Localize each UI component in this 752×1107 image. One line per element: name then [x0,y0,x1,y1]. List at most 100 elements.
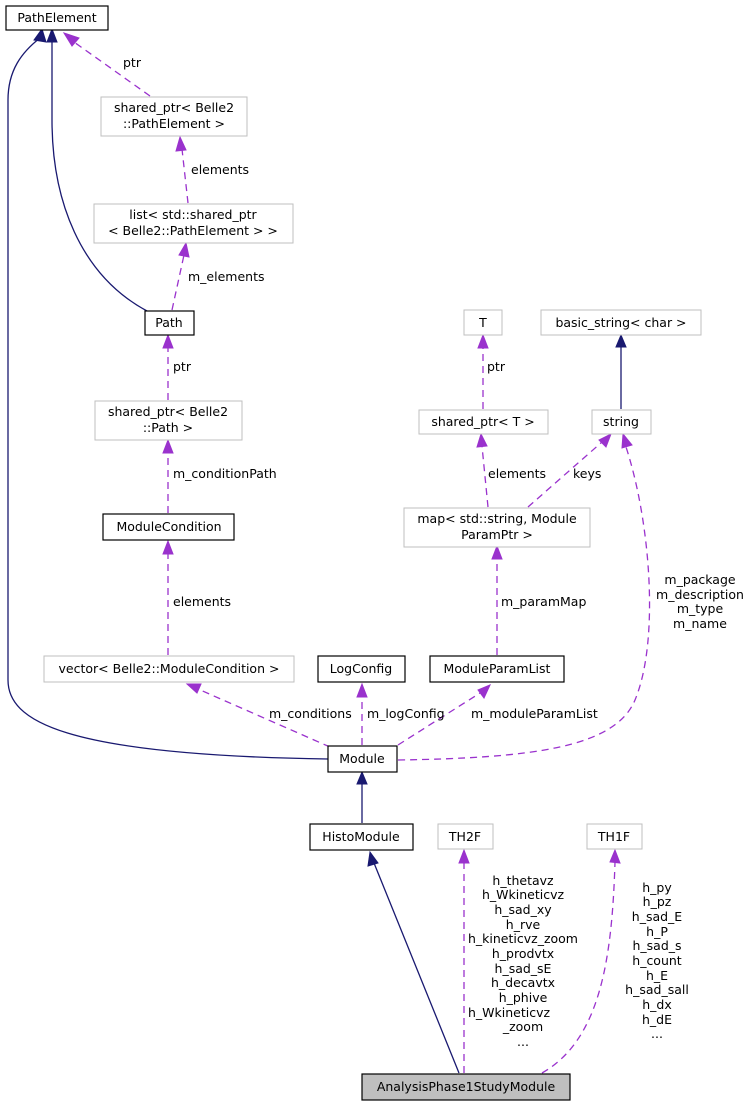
node-map-line2: ParamPtr > [461,527,533,542]
arrow-path-pathelement [46,27,58,43]
node-logconfig-label: LogConfig [330,661,392,676]
node-basic-string-label: basic_string< char > [555,315,686,330]
string-member: m_description [656,587,744,602]
node-th2f-label: TH2F [448,829,481,844]
node-list-shared-ptr[interactable]: list< std::shared_ptr < Belle2::PathElem… [93,203,294,244]
node-shared-ptr-path[interactable]: shared_ptr< Belle2 ::Path > [94,400,243,441]
th1f-member: h_sad_s [632,938,681,953]
th2f-member: h_sad_xy [494,902,552,917]
arrow-ptr-pathelement [62,32,80,47]
node-sp-pathelement-line2: ::PathElement > [123,116,225,131]
node-sp-t-label: shared_ptr< T > [431,414,534,429]
th2f-member: _zoom [502,1019,543,1034]
edge-path-to-list [171,254,185,311]
node-modulecondition[interactable]: ModuleCondition [102,513,235,541]
node-module-label: Module [339,751,385,766]
arrow-histo-module [356,770,368,785]
edge-label-elements-map: elements [488,466,546,481]
node-th1f[interactable]: TH1F [586,823,643,850]
node-logconfig[interactable]: LogConfig [317,655,406,683]
node-moduleparamlist[interactable]: ModuleParamList [429,655,565,683]
node-histomodule-label: HistoModule [322,829,400,844]
node-analysis-label: AnalysisPhase1StudyModule [377,1079,556,1094]
th2f-member: h_prodvtx [492,946,554,961]
node-vector-label: vector< Belle2::ModuleCondition > [59,661,280,676]
node-list-line1: list< std::shared_ptr [129,207,257,222]
node-module[interactable]: Module [327,745,398,773]
arrow-m-moduleparamlist [477,684,491,699]
th1f-member: h_pz [643,894,672,909]
edge-analysis-to-histo [373,862,460,1074]
edge-map-to-sp-t [481,445,489,508]
edge-map-to-string-keys [527,441,603,508]
arrow-analysis-histo [367,850,379,867]
node-string-label: string [603,414,639,429]
edge-label-m-moduleparamlist: m_moduleParamList [471,706,598,721]
edge-label-m-conditions: m_conditions [269,706,352,721]
edge-label-m-logconfig: m_logConfig [367,706,445,721]
arrow-string-members [621,432,633,449]
string-member: m_type [677,601,724,616]
edge-label-ptr: ptr [123,55,142,70]
edge-label-m-parammap: m_paramMap [501,594,586,609]
arrow-conditionpath [162,438,174,454]
arrow-m-conditions [185,683,202,694]
edge-list-to-sp-pathelement [181,148,189,204]
th2f-member: h_Wkineticvz [482,887,565,902]
th1f-member: h_sad_E [632,909,683,924]
node-pathelement[interactable]: PathElement [5,5,109,31]
edge-label-keys: keys [573,466,601,481]
arrow-ptr-t [477,333,489,349]
edge-analysis-to-th1f [541,861,616,1074]
arrow-elements-modcond [162,539,174,555]
node-shared-ptr-pathelement[interactable]: shared_ptr< Belle2 ::PathElement > [100,96,248,137]
edge-label-ptr-path: ptr [173,359,192,374]
edge-module-to-string [397,446,651,761]
th1f-member: h_E [646,968,668,983]
edge-label-elements-vector: elements [173,594,231,609]
th2f-member: h_thetavz [492,873,554,888]
node-th1f-label: TH1F [597,829,630,844]
th2f-member: h_decavtx [491,975,555,990]
th1f-member: h_sad_sall [625,982,689,997]
arrow-ptr-path [162,333,174,349]
node-pathelement-label: PathElement [17,10,96,25]
edge-path-to-pathelement [51,40,148,312]
th1f-member: h_dE [642,1012,672,1027]
node-sp-path-line1: shared_ptr< Belle2 [108,404,228,419]
arrow-elements-sp [175,135,187,152]
node-vector-modulecondition[interactable]: vector< Belle2::ModuleCondition > [43,655,295,683]
th2f-member: ... [517,1034,529,1049]
th2f-member: h_rve [506,917,541,932]
edge-label-elements: elements [191,162,249,177]
arrow-m-parammap [491,544,503,560]
edge-sp-pathelement-to-pathelement [73,41,151,97]
node-analysisphase1studymodule[interactable]: AnalysisPhase1StudyModule [361,1073,571,1101]
node-t[interactable]: T [463,309,503,336]
node-path[interactable]: Path [144,310,195,336]
node-map[interactable]: map< std::string, Module ParamPtr > [403,507,591,548]
edge-label-th2f-members: h_thetavz h_Wkineticvz h_sad_xy h_rve h_… [468,873,578,1049]
node-th2f[interactable]: TH2F [437,823,494,850]
node-basic-string[interactable]: basic_string< char > [540,309,702,336]
arrow-th2f [458,848,470,864]
th2f-member: h_Wkineticvz [468,1005,551,1020]
string-member: m_package [664,572,736,587]
edge-label-ptr-t: ptr [487,359,506,374]
string-member: m_name [673,616,727,631]
edge-module-to-paramlist [397,692,481,746]
th1f-member: h_py [642,880,672,895]
node-modulecondition-label: ModuleCondition [116,519,221,534]
arrow-th1f [609,848,621,864]
th2f-member: h_sad_sE [495,961,552,976]
node-sp-path-line2: ::Path > [143,420,193,435]
arrow-m-elements-list [178,241,190,258]
edge-module-to-pathelement [7,37,329,760]
node-histomodule[interactable]: HistoModule [309,823,414,851]
edge-label-th1f-members: h_py h_pz h_sad_E h_P h_sad_s h_count h_… [625,880,689,1041]
node-list-line2: < Belle2::PathElement > > [108,223,278,238]
node-map-line1: map< std::string, Module [417,511,577,526]
node-string[interactable]: string [591,409,652,435]
node-shared-ptr-t[interactable]: shared_ptr< T > [418,409,549,435]
